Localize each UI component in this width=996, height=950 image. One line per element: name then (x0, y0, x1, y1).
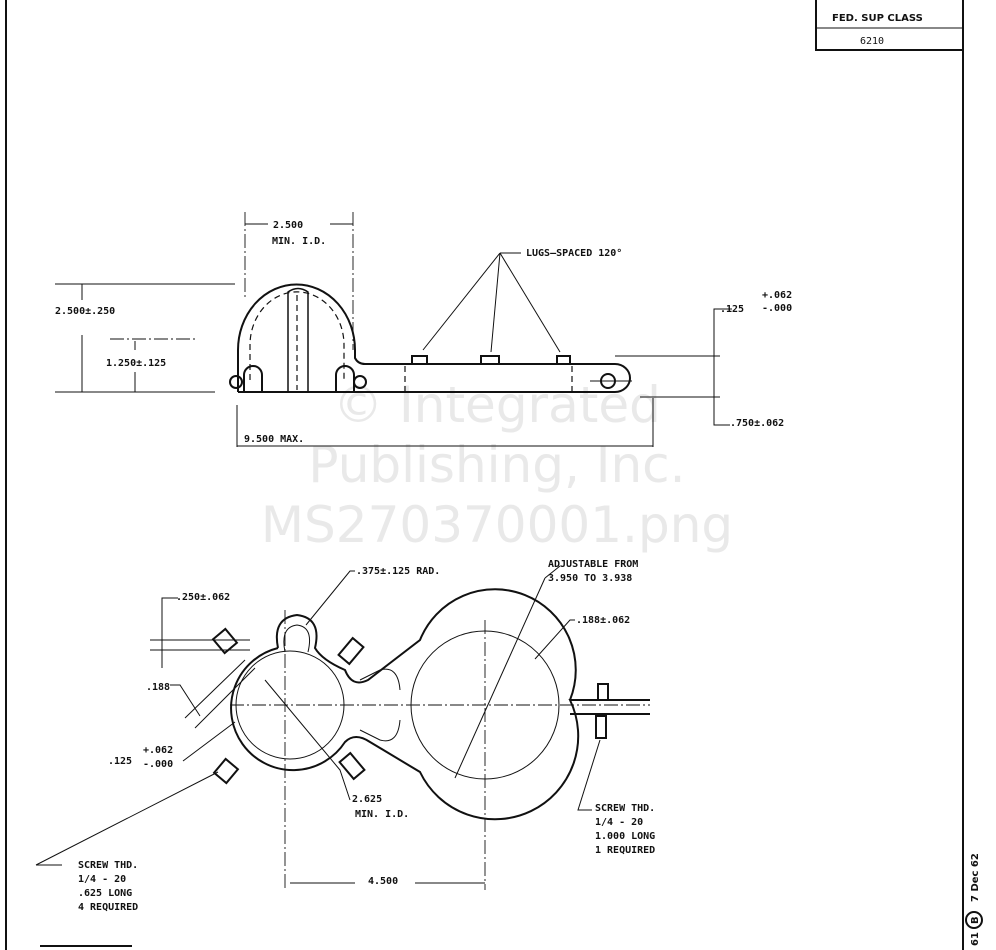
dim-id-1: 2.625 (352, 794, 382, 805)
watermark: © Integrated Publishing, Inc. MS27037000… (261, 376, 733, 554)
revision-circle (965, 911, 983, 929)
dim-thk-minus: -.000 (143, 759, 173, 770)
dim-id-2: MIN. I.D. (355, 809, 409, 820)
note-line: 1/4 - 20 (78, 874, 126, 885)
watermark-line-3: MS270370001.png (261, 496, 733, 554)
sheet-number: 61 (970, 932, 981, 946)
clamp-body-side (237, 283, 631, 393)
note-line: .625 LONG (78, 888, 132, 899)
fed-sup-class-value: 6210 (860, 36, 884, 47)
dim-top-width: 2.500 (273, 220, 303, 231)
lug (480, 355, 500, 365)
dim-188: .188 (146, 682, 170, 693)
dim-thk: .125 (108, 756, 132, 767)
drawing-date: 7 Dec 62 (970, 853, 981, 902)
dim-width: .750±.062 (730, 418, 784, 429)
revision-letter: B (970, 916, 981, 924)
dim-thickness-plus: +.062 (762, 290, 792, 301)
note-line: 1.000 LONG (595, 831, 655, 842)
lug (411, 355, 428, 365)
dim-adjustable-2: 3.950 TO 3.938 (548, 573, 632, 584)
clamp-screw (597, 683, 609, 701)
dim-half-height: 1.250±.125 (106, 358, 166, 369)
screw-note-left: SCREW THD. 1/4 - 20 .625 LONG 4 REQUIRED (78, 860, 138, 913)
fed-sup-class-label: FED. SUP CLASS (832, 13, 923, 24)
note-line: SCREW THD. (78, 860, 138, 871)
dim-offset: .250±.062 (176, 592, 230, 603)
watermark-line-2: Publishing, Inc. (308, 436, 685, 494)
side-view: 2.500 MIN. I.D. 2.500±.250 1.250±.125 9.… (55, 212, 792, 447)
dim-length: 9.500 MAX. (244, 434, 304, 445)
dim-center: 4.500 (368, 876, 398, 887)
dim-thk-plus: +.062 (143, 745, 173, 756)
dim-radius: .375±.125 RAD. (356, 566, 440, 577)
note-line: 1 REQUIRED (595, 845, 655, 856)
dim-thickness-minus: -.000 (762, 303, 792, 314)
dim-top-width-note: MIN. I.D. (272, 236, 326, 247)
lug (556, 355, 571, 365)
lugs-note: LUGS—SPACED 120° (526, 248, 622, 259)
dim-thickness: .125 (720, 304, 744, 315)
dim-adjustable-1: ADJUSTABLE FROM (548, 559, 638, 570)
dim-height: 2.500±.250 (55, 306, 115, 317)
title-block: FED. SUP CLASS 6210 (815, 0, 963, 51)
side-strip: 61 B 7 Dec 62 (965, 853, 983, 946)
note-line: SCREW THD. (595, 803, 655, 814)
screw-icon (211, 627, 366, 785)
plan-view: ADJUSTABLE FROM 3.950 TO 3.938 .375±.125… (35, 559, 655, 913)
clamp-screw (595, 715, 607, 739)
watermark-line-1: © Integrated (333, 376, 661, 434)
screw-note-right: SCREW THD. 1/4 - 20 1.000 LONG 1 REQUIRE… (595, 803, 655, 856)
note-line: 1/4 - 20 (595, 817, 643, 828)
note-line: 4 REQUIRED (78, 902, 138, 913)
dim-wire: .188±.062 (576, 615, 630, 626)
